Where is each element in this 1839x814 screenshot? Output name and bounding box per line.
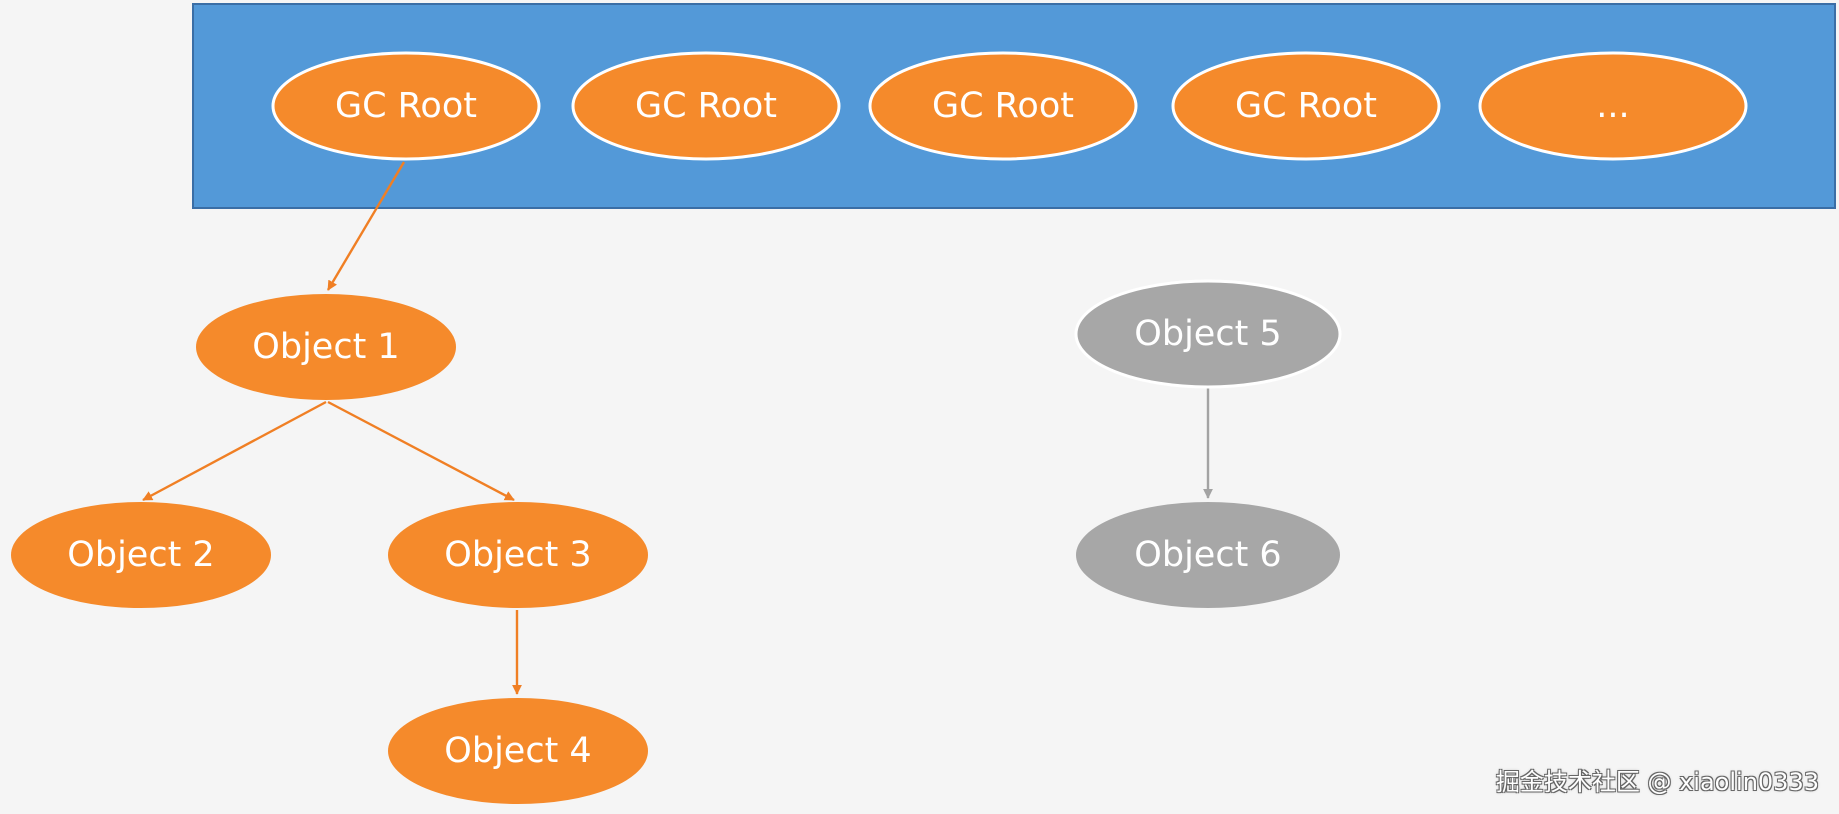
gc-root-node-2: GC Root	[571, 51, 841, 161]
object-label-3: Object 3	[444, 535, 591, 575]
watermark: 掘金技术社区 @ xiaolin0333	[1495, 768, 1819, 796]
object-node-6: Object 6	[1076, 502, 1340, 608]
gc-root-label-3: GC Root	[932, 86, 1074, 126]
object-node-3: Object 3	[388, 502, 648, 608]
gc-root-label-more: ...	[1596, 86, 1629, 126]
edge-object-1-to-object-3	[327, 400, 515, 502]
object-label-4: Object 4	[444, 731, 591, 771]
object-node-2: Object 2	[11, 502, 271, 608]
gc-root-node-3: GC Root	[868, 51, 1138, 161]
object-label-1: Object 1	[252, 327, 399, 367]
gc-root-label-2: GC Root	[635, 86, 777, 126]
gc-root-label-1: GC Root	[335, 86, 477, 126]
gc-root-label-4: GC Root	[1235, 86, 1377, 126]
edge-object-1-to-object-2	[142, 400, 327, 502]
object-label-5: Object 5	[1134, 314, 1281, 354]
object-label-6: Object 6	[1134, 535, 1281, 575]
gc-root-node-1: GC Root	[271, 51, 541, 161]
gc-root-node-4: GC Root	[1171, 51, 1441, 161]
object-node-5: Object 5	[1074, 279, 1342, 389]
edge-gc-root-1-to-object-1	[326, 161, 406, 291]
object-node-1: Object 1	[196, 294, 456, 400]
object-node-4: Object 4	[388, 698, 648, 804]
object-label-2: Object 2	[67, 535, 214, 575]
gc-root-node-more: ...	[1478, 51, 1748, 161]
